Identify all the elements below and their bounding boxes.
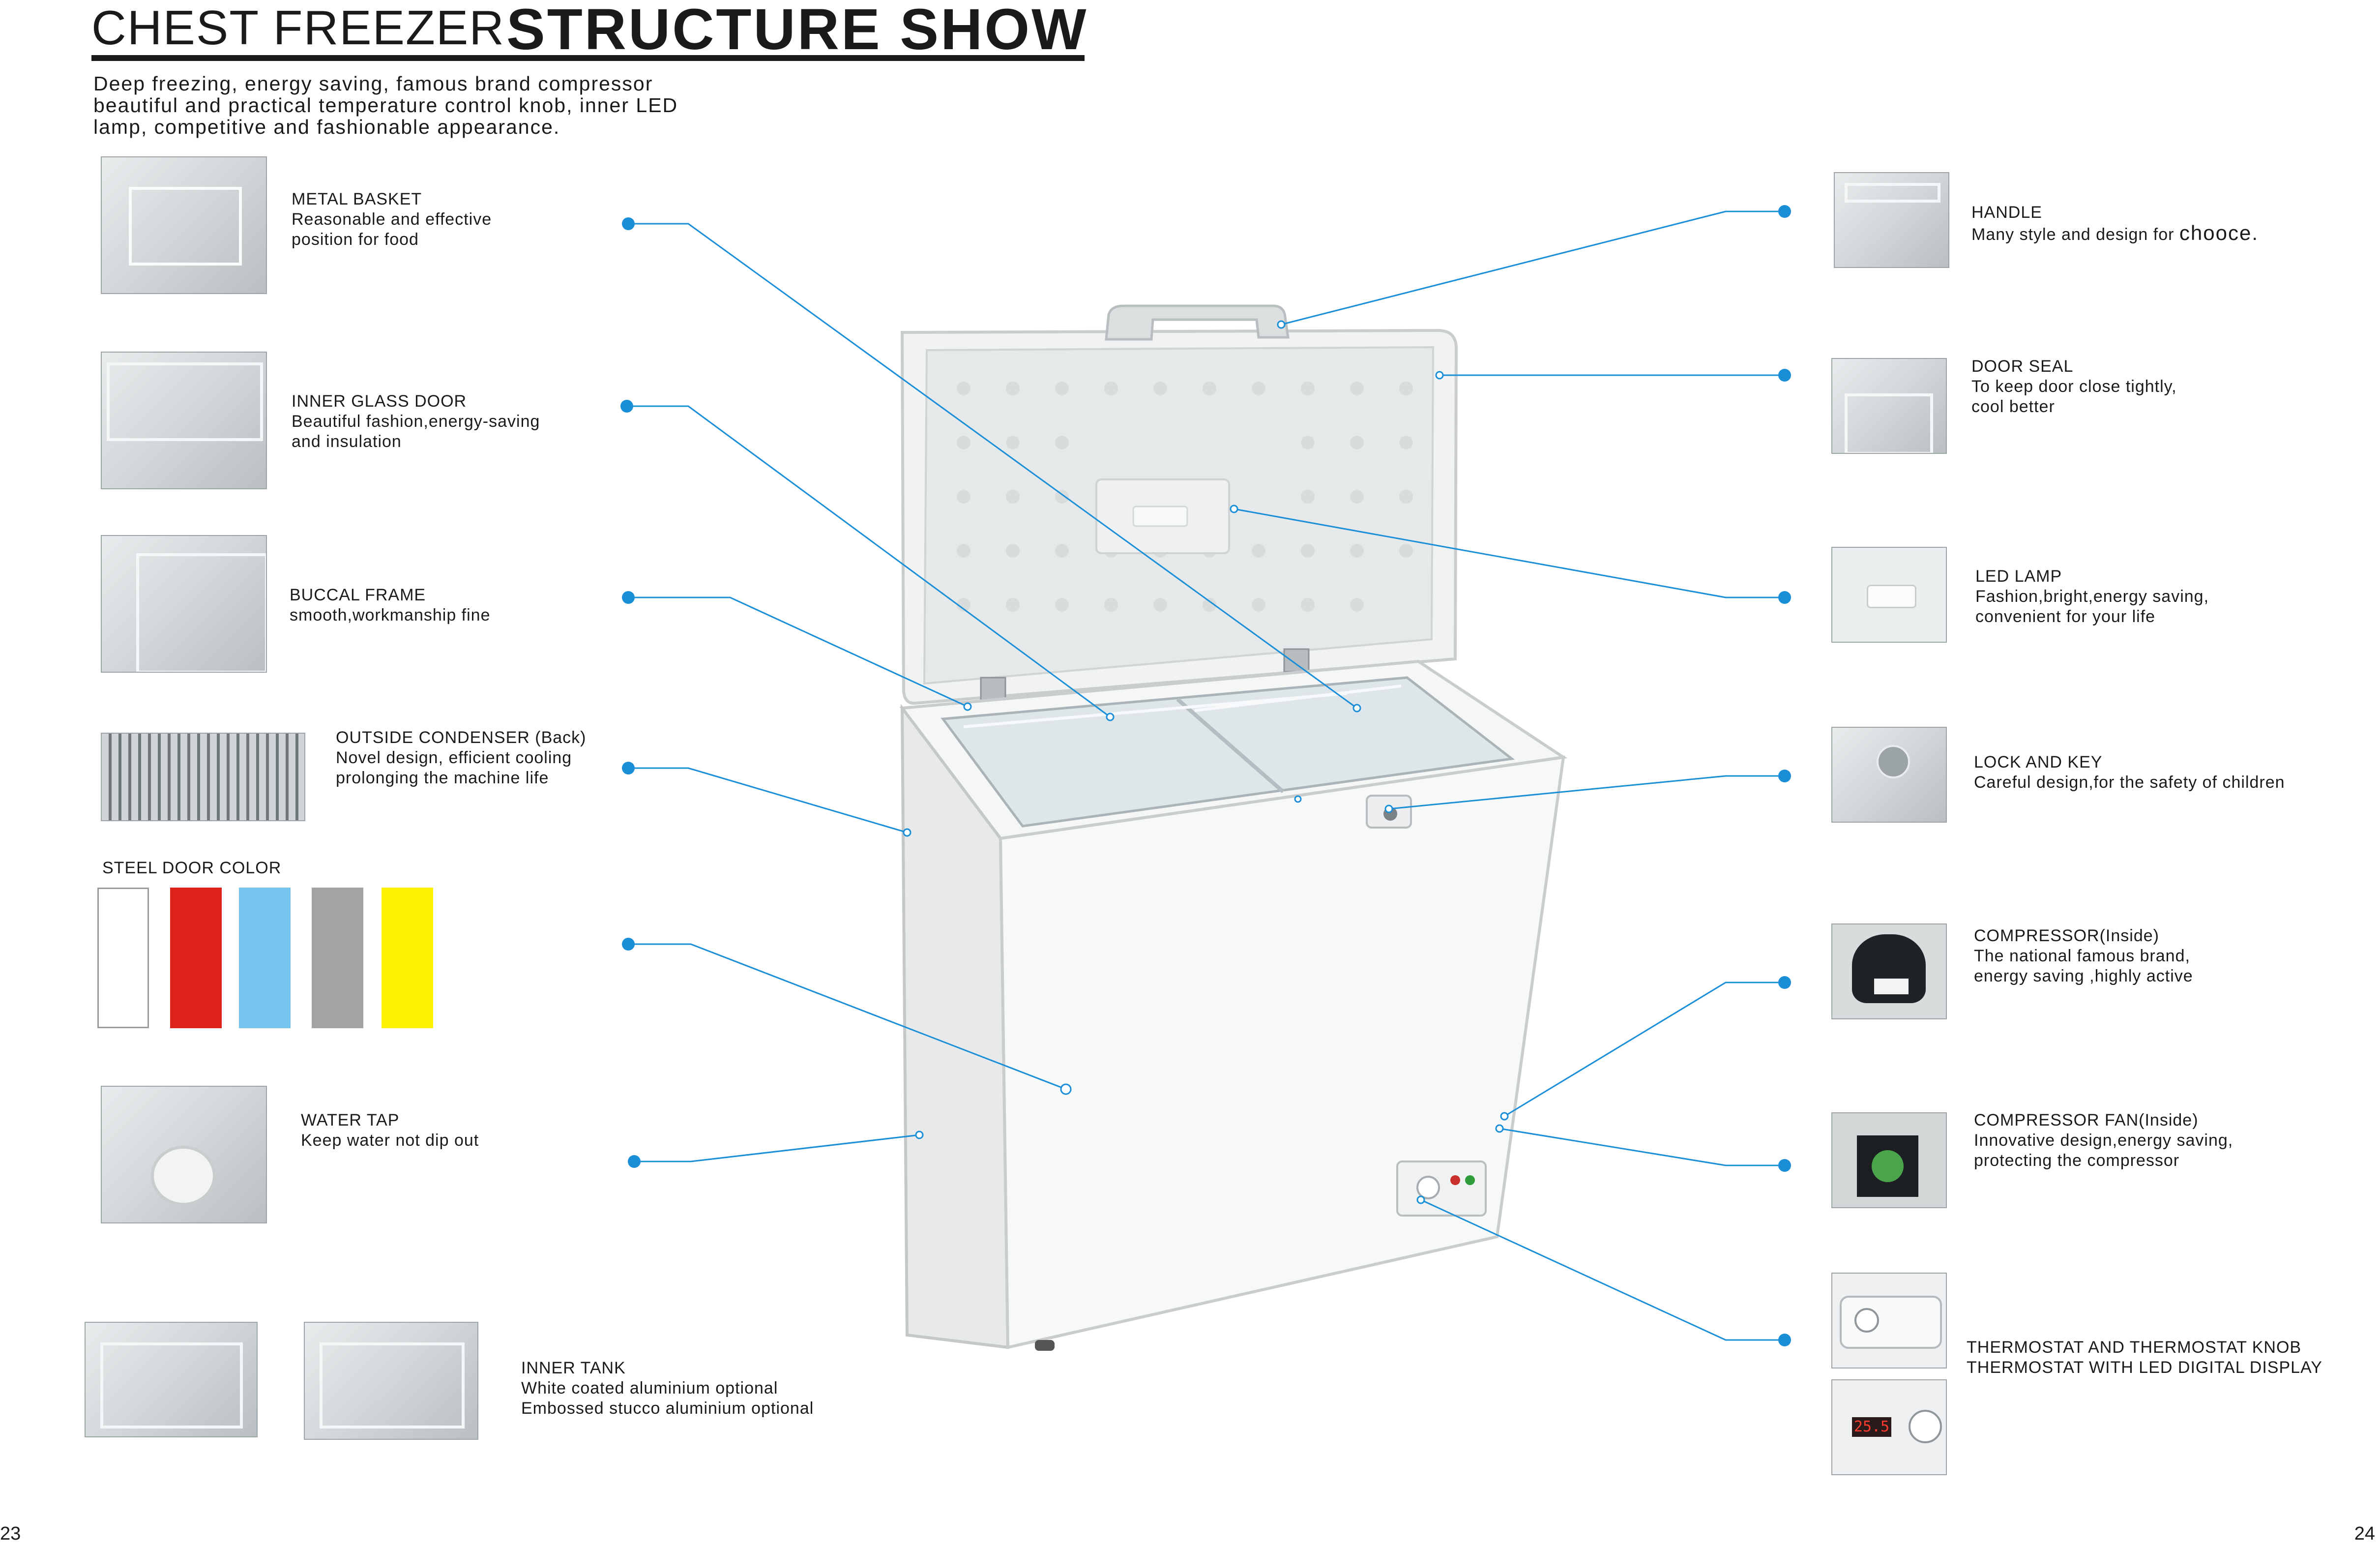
- feature-description: THERMOSTAT WITH LED DIGITAL DISPLAY: [1967, 1358, 2322, 1377]
- feature-title: WATER TAP: [301, 1111, 400, 1130]
- feature-description: White coated aluminium optional Embossed…: [521, 1379, 814, 1418]
- feature-outside-condenser: OUTSIDE CONDENSER (Back) Novel design, e…: [336, 728, 587, 788]
- feature-thermostat: THERMOSTAT AND THERMOSTAT KNOB THERMOSTA…: [1967, 1338, 2322, 1378]
- compressor-photo: [1831, 923, 1947, 1019]
- feature-inner-glass-door: INNER GLASS DOOR Beautiful fashion,energ…: [292, 391, 540, 452]
- feature-title: LED LAMP: [1975, 567, 2062, 586]
- feature-description: Innovative design,energy saving, protect…: [1974, 1131, 2233, 1170]
- feature-title: COMPRESSOR FAN(Inside): [1974, 1111, 2199, 1130]
- page-number-left: 23: [0, 1523, 21, 1544]
- feature-description: To keep door close tightly, cool better: [1971, 377, 2177, 416]
- intro-text: Deep freezing, energy saving, famous bra…: [93, 72, 678, 138]
- compressor-fan-photo: [1831, 1112, 1947, 1208]
- feature-door-seal: DOOR SEAL To keep door close tightly, co…: [1971, 357, 2177, 417]
- inner-tank-embossed-photo: [304, 1322, 478, 1440]
- feature-description: Many style and design for: [1971, 225, 2179, 244]
- leader-target-rings: [903, 320, 1509, 1204]
- leader-end-dots: [620, 205, 1791, 1346]
- feature-inner-tank: INNER TANK White coated aluminium option…: [521, 1358, 814, 1419]
- feature-description: Careful design,for the safety of childre…: [1974, 773, 2285, 792]
- feature-title: DOOR SEAL: [1971, 357, 2074, 376]
- water-tap-photo: [101, 1086, 267, 1223]
- door-color-label: STEEL DOOR COLOR: [102, 859, 282, 877]
- feature-description: Reasonable and effective position for fo…: [292, 210, 492, 249]
- feature-title: OUTSIDE CONDENSER (Back): [336, 728, 587, 747]
- feature-compressor-fan: COMPRESSOR FAN(Inside) Innovative design…: [1974, 1110, 2233, 1171]
- feature-title: INNER GLASS DOOR: [292, 392, 467, 411]
- outside-condenser-photo: [101, 733, 305, 821]
- feature-description: Fashion,bright,energy saving, convenient…: [1975, 587, 2209, 626]
- color-swatch-grey: [312, 888, 363, 1028]
- feature-description-emphasis: chooce.: [2179, 221, 2259, 244]
- page-number-right: 24: [2354, 1523, 2375, 1544]
- lock-and-key-photo: [1831, 727, 1947, 823]
- feature-buccal-frame: BUCCAL FRAME smooth,workmanship fine: [290, 585, 491, 625]
- feature-title: METAL BASKET: [292, 190, 422, 208]
- led-display-readout: 25.5: [1852, 1417, 1891, 1437]
- buccal-frame-photo: [101, 535, 267, 673]
- feature-water-tap: WATER TAP Keep water not dip out: [301, 1110, 479, 1151]
- inner-tank-white-photo: [85, 1322, 258, 1437]
- feature-title: BUCCAL FRAME: [290, 586, 426, 604]
- feature-metal-basket: METAL BASKET Reasonable and effective po…: [292, 189, 492, 250]
- feature-led-lamp: LED LAMP Fashion,bright,energy saving, c…: [1975, 566, 2209, 627]
- feature-description: The national famous brand, energy saving…: [1974, 947, 2193, 985]
- feature-compressor: COMPRESSOR(Inside) The national famous b…: [1974, 926, 2193, 986]
- feature-title: LOCK AND KEY: [1974, 753, 2103, 772]
- thermostat-knob-photo: [1831, 1273, 1947, 1368]
- led-lamp-photo: [1831, 547, 1947, 643]
- feature-description: smooth,workmanship fine: [290, 606, 491, 625]
- feature-title: INNER TANK: [521, 1359, 626, 1377]
- page-title-bold: STRUCTURE SHOW: [506, 0, 1088, 62]
- color-swatch-blue: [239, 888, 291, 1028]
- title-underline: [91, 55, 1085, 61]
- color-swatch-white: [97, 888, 149, 1028]
- feature-description: Novel design, efficient cooling prolongi…: [336, 748, 572, 787]
- page-title-light: CHEST FREEZER: [91, 0, 505, 55]
- chest-freezer-illustration: [899, 304, 1568, 1351]
- door-seal-photo: [1831, 358, 1947, 454]
- inner-glass-door-photo: [101, 352, 267, 489]
- feature-description: Beautiful fashion,energy-saving and insu…: [292, 412, 540, 451]
- metal-basket-photo: [101, 156, 267, 294]
- leader-lines: [627, 210, 1785, 1341]
- handle-photo: [1834, 172, 1949, 268]
- thermostat-led-display-photo: 25.5: [1831, 1379, 1947, 1475]
- color-swatch-red: [170, 888, 222, 1028]
- feature-description: Keep water not dip out: [301, 1131, 479, 1150]
- feature-handle: HANDLE Many style and design for chooce.: [1971, 203, 2259, 245]
- feature-title: COMPRESSOR(Inside): [1974, 926, 2159, 945]
- feature-title: HANDLE: [1971, 203, 2042, 222]
- feature-title: THERMOSTAT AND THERMOSTAT KNOB: [1967, 1338, 2302, 1357]
- feature-lock-and-key: LOCK AND KEY Careful design,for the safe…: [1974, 752, 2285, 793]
- color-swatch-yellow: [382, 888, 433, 1028]
